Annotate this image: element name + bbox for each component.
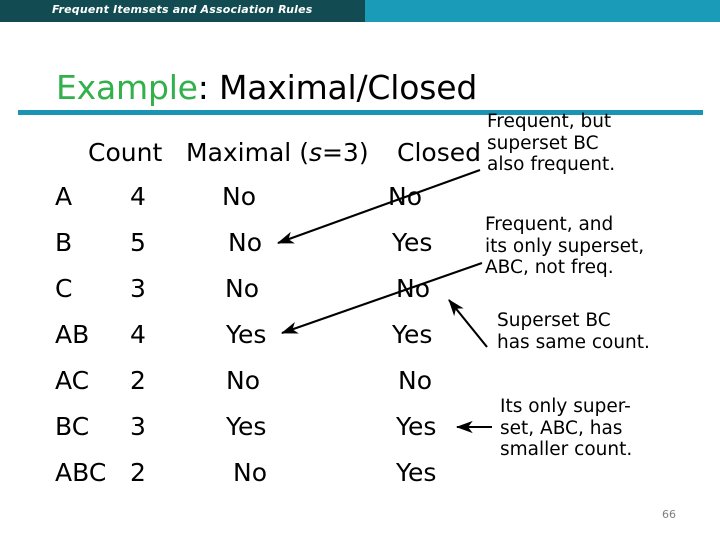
page-number: 66 (662, 508, 676, 521)
page-title: Example: Maximal/Closed (56, 68, 477, 107)
table-row-closed: No (398, 366, 432, 395)
table-row-count: 3 (130, 274, 146, 303)
column-header-maximal-var: s (308, 138, 322, 167)
table-row-closed: Yes (392, 228, 433, 257)
table-row-maximal: No (226, 366, 260, 395)
column-header-closed: Closed (397, 138, 481, 167)
table-row-count: 4 (130, 320, 146, 349)
annotation-frequent-but-superset: Frequent, but superset BC also frequent. (487, 111, 616, 176)
table-row-count: 5 (130, 228, 146, 257)
banner-title-text: Frequent Itemsets and Association Rules (52, 3, 313, 16)
column-header-maximal: Maximal (s=3) (186, 140, 369, 165)
banner-right-block (365, 0, 720, 22)
page-title-rest: : Maximal/Closed (197, 68, 478, 107)
table-row-closed: No (396, 274, 430, 303)
table-row-maximal: No (228, 228, 262, 257)
slide-header-banner: Frequent Itemsets and Association Rules (0, 0, 720, 22)
table-row-count: 3 (130, 412, 146, 441)
table-row-itemset: BC (55, 412, 90, 441)
table-row-maximal: Yes (226, 320, 267, 349)
title-divider-rule (18, 110, 703, 115)
table-row-itemset: AC (55, 366, 90, 395)
table-row-itemset: C (55, 274, 73, 303)
column-header-maximal-post: =3) (321, 138, 369, 167)
table-row-closed: Yes (396, 412, 437, 441)
table-row-maximal: No (225, 274, 259, 303)
table-row-itemset: B (55, 228, 73, 257)
annotation-frequent-and-only: Frequent, and its only superset, ABC, no… (485, 214, 645, 279)
table-row-count: 2 (130, 458, 146, 487)
table-row-maximal: No (222, 182, 256, 211)
table-row-itemset: ABC (55, 458, 107, 487)
annotation-only-superset-smaller: Its only super- set, ABC, has smaller co… (500, 396, 633, 461)
table-row-count: 2 (130, 366, 146, 395)
table-row-maximal: No (233, 458, 267, 487)
annotation-superset-same-count: Superset BC has same count. (497, 310, 650, 353)
column-header-maximal-pre: Maximal ( (186, 138, 309, 167)
table-row-maximal: Yes (226, 412, 267, 441)
table-row-closed: Yes (392, 320, 433, 349)
page-title-accent: Example (56, 68, 198, 107)
table-row-closed: No (388, 182, 422, 211)
banner-left-block (0, 0, 365, 22)
table-row-itemset: A (55, 182, 73, 211)
table-row-itemset: AB (55, 320, 90, 349)
column-header-count: Count (88, 138, 163, 167)
table-row-count: 4 (130, 182, 146, 211)
table-row-closed: Yes (396, 458, 437, 487)
